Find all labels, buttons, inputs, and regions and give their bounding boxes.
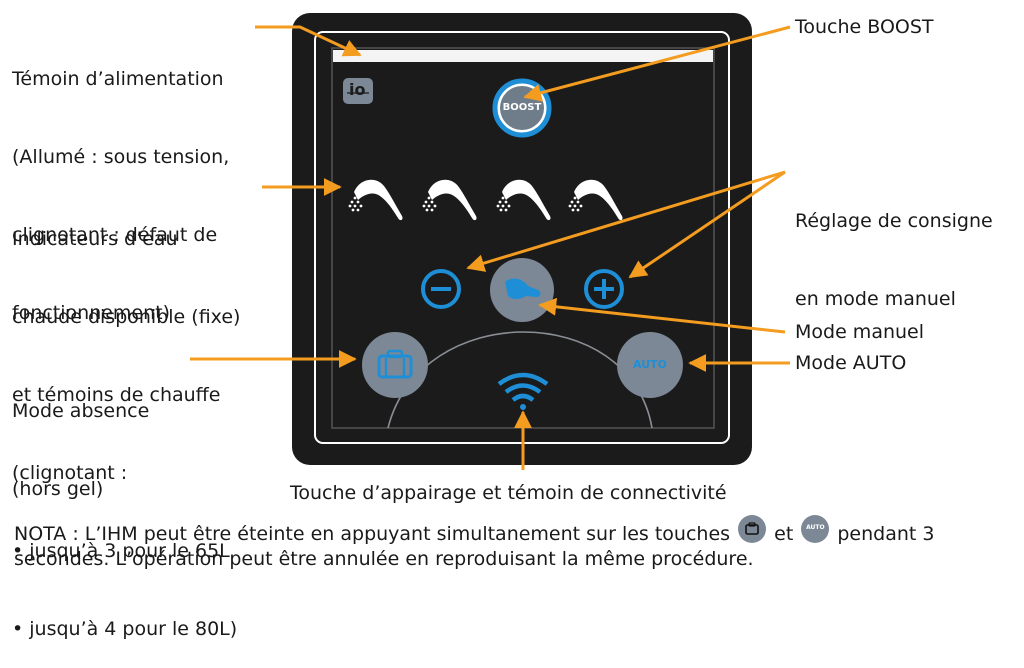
label-boost: Touche BOOST bbox=[795, 16, 934, 38]
nota-suitcase-icon bbox=[738, 515, 767, 543]
arrow-boost bbox=[523, 25, 791, 102]
auto-button-label[interactable]: AUTO bbox=[633, 358, 667, 371]
arrow-power bbox=[255, 25, 362, 57]
nota-auto-icon: AUTO bbox=[801, 515, 830, 543]
arrow-manual bbox=[538, 297, 786, 334]
io-logo-text: io bbox=[349, 80, 366, 99]
plus-button bbox=[584, 269, 624, 309]
diagram-canvas bbox=[190, 13, 791, 470]
label-manual: Mode manuel bbox=[795, 321, 925, 343]
wifi-icon bbox=[497, 372, 549, 410]
nota-part-3: pendant 3 secondes. L’opération peut êtr… bbox=[14, 523, 935, 570]
nota-part-1: NOTA : L’IHM peut être éteinte en appuya… bbox=[14, 523, 731, 545]
label-setpoint: Réglage de consigne en mode manuel bbox=[795, 210, 993, 310]
nota-part-2: et bbox=[774, 523, 794, 545]
hand-icon bbox=[505, 278, 541, 299]
io-logo bbox=[343, 78, 373, 104]
manual-mode-button bbox=[490, 258, 554, 322]
annotation-arrows bbox=[190, 25, 791, 470]
absence-mode-button bbox=[362, 332, 428, 398]
label-auto: Mode AUTO bbox=[795, 352, 907, 374]
auto-mode-button bbox=[617, 332, 683, 398]
arrow-minus bbox=[466, 170, 786, 272]
boost-button-label[interactable]: BOOST bbox=[502, 102, 542, 113]
arrow-plus bbox=[628, 170, 786, 279]
label-power: Témoin d’alimentation (Allumé : sous ten… bbox=[12, 68, 230, 324]
label-pairing: Touche d’appairage et témoin de connecti… bbox=[290, 482, 727, 504]
nota-text: NOTA : L’IHM peut être éteinte en appuya… bbox=[14, 515, 1014, 572]
minus-button bbox=[421, 269, 461, 309]
label-absence: Mode absence (hors gel) bbox=[12, 400, 150, 500]
power-indicator-strip bbox=[333, 50, 713, 62]
